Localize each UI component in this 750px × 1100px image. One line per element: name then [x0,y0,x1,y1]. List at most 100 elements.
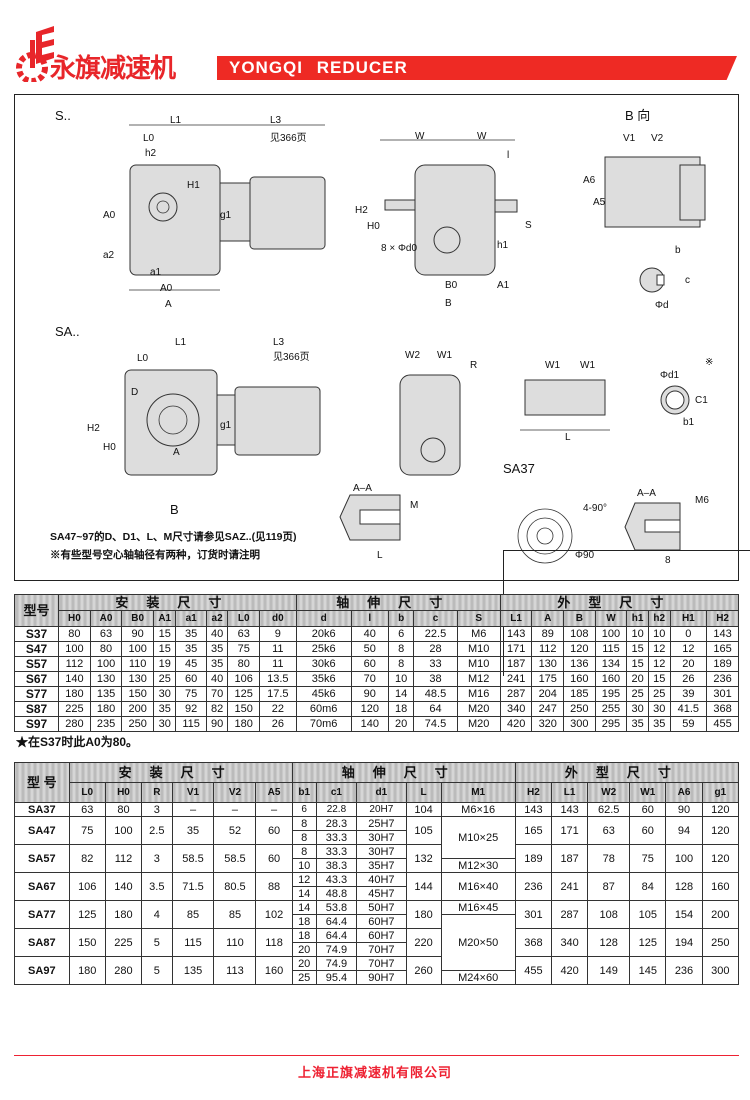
table-cell: 62.5 [587,802,631,817]
table-cell: 25 [647,686,671,702]
dim-label: W [415,131,425,142]
table-cell: 60 [255,816,293,845]
table-cell: 33.3 [315,844,358,859]
table-cell: 41.5 [669,701,708,717]
table-cell: 58.5 [213,844,257,873]
column-header: d [295,610,352,627]
dim-label: V2 [651,133,664,144]
model-cell: S47 [13,641,60,657]
table-cell: 260 [405,956,442,985]
table-cell: 15 [626,656,649,672]
table-cell: 80 [58,626,91,642]
table-cell: 200 [701,900,740,929]
model-cell: S57 [13,656,60,672]
table-cell: 236 [665,956,703,985]
table-cell: 115 [594,641,628,657]
table-cell: 241 [551,872,589,901]
table-cell: 14 [387,686,415,702]
table-cell: 30 [152,686,177,702]
table-cell: 64.4 [315,914,358,929]
table-cell: 60 [255,844,293,873]
dim-label: A [165,299,172,310]
table-cell: 104 [405,802,442,817]
model-cell: SA87 [14,928,70,957]
table-cell: 3 [141,844,173,873]
table-cell: 20H7 [356,802,407,817]
table-cell: 105 [629,900,667,929]
table-cell: 9 [259,626,297,642]
table-cell: 189 [706,656,739,672]
shaft-key-section [639,267,665,293]
table-cell: 8 [387,641,415,657]
table-cell: 150 [227,701,261,717]
table-cell: – [213,802,257,817]
brand-name-en: YONGQI REDUCER [229,58,408,77]
table-cell: 340 [551,928,589,957]
table-cell: 8 [291,844,317,859]
table-header-row: 型 号安装尺寸轴伸尺寸外型尺寸 [14,762,740,803]
column-header: H2 [706,610,739,627]
b-view-title: B 向 [625,108,651,123]
table-cell: 15 [626,641,649,657]
m1-cell: M24×60 [440,970,516,985]
table-cell: 45H7 [356,886,407,901]
table-cell: 236 [706,671,739,687]
column-header: V1 [171,782,215,803]
table-cell: 60 [629,816,667,845]
dim-label: H2 [87,423,100,434]
dim-label: Φd [655,300,669,311]
table-cell: 43.3 [315,872,358,887]
table-cell: 194 [665,928,703,957]
column-header: A0 [89,610,123,627]
table-cell: 80 [104,802,143,817]
table-cell: 18 [291,928,317,943]
column-header: B [563,610,596,627]
table-cell: 63 [587,816,631,845]
table-cell: 125 [227,686,261,702]
table-cell: 108 [587,900,631,929]
m1-cell: M6×16 [440,802,516,817]
table-cell: 171 [499,641,533,657]
table-cell: 19 [152,656,177,672]
model-cell: S87 [13,701,60,717]
table-cell: 3.5 [141,872,173,901]
table-cell: 255 [594,701,628,717]
table-cell: 189 [514,844,553,873]
table-cell: 100 [89,656,123,672]
table-cell: 50H7 [356,900,407,915]
s-front-view [380,139,518,276]
model-cell: SA97 [14,956,70,985]
table-cell: 165 [514,816,553,845]
table-cell: 20k6 [295,626,352,642]
table-cell: 35k6 [295,671,352,687]
sa-side-view [124,369,321,476]
table-cell: 70H7 [356,942,407,957]
model-cell: SA37 [14,802,70,817]
technical-drawings [124,124,706,564]
s-side-view [129,124,326,291]
dim-label: L0 [137,353,149,364]
table-cell: 20 [387,716,415,732]
dim-label: 见366页 [270,133,307,144]
table-cell: 8 [291,830,317,845]
table-cell: 48.8 [315,886,358,901]
note-hollow-shaft: ※有些型号空心轴轴径有两种，订货时请注明 [50,549,260,561]
group-header: 安装尺寸 [68,762,293,783]
brand-band: YONGQI REDUCER [217,56,737,80]
table-cell: 287 [551,900,589,929]
dim-label: L [377,550,383,561]
column-header: M1 [440,782,516,803]
table-cell: 25k6 [295,641,352,657]
table-cell: – [171,802,215,817]
table-cell: 130 [89,671,123,687]
dim-label: H0 [367,221,380,232]
table-cell: 112 [58,656,91,672]
table-cell: 12 [291,872,317,887]
table-cell: 63 [227,626,261,642]
